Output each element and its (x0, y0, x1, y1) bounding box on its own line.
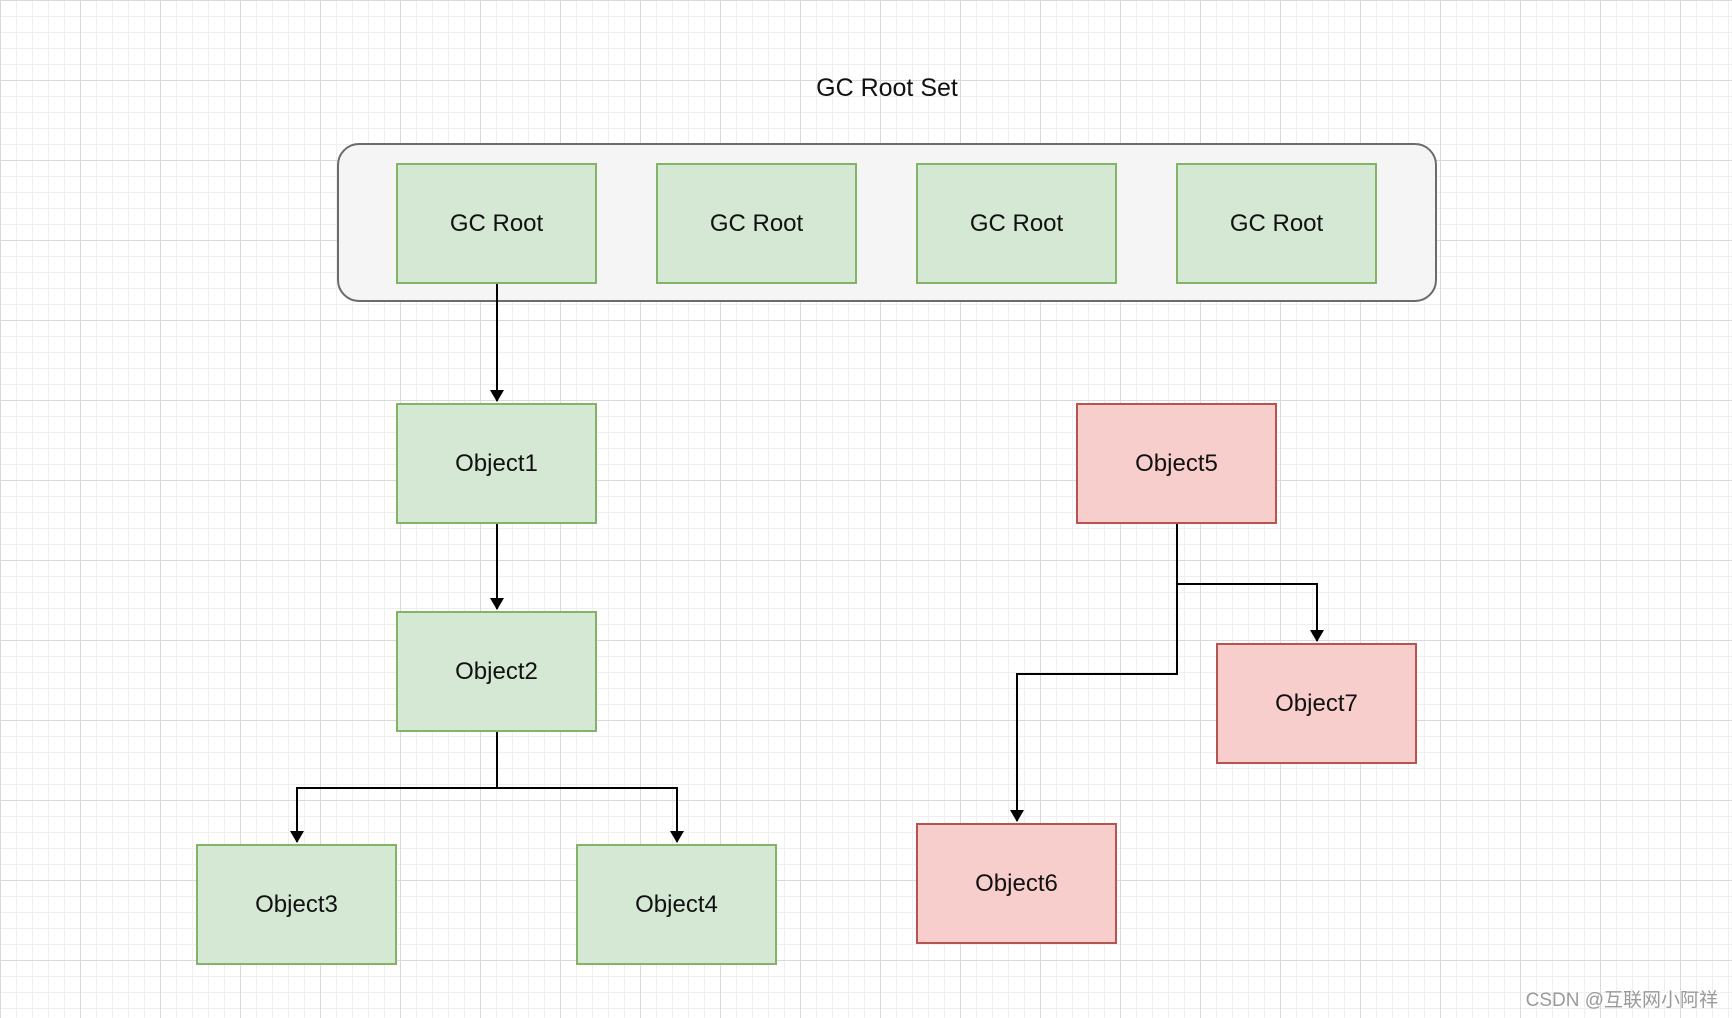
edge-object2-object4 (497, 787, 684, 843)
gc-root-4: GC Root (1176, 163, 1377, 284)
object4-node: Object4 (576, 844, 777, 965)
gc-root-2: GC Root (656, 163, 857, 284)
object3-node: Object3 (196, 844, 397, 965)
object2-node: Object2 (396, 611, 597, 732)
edge-object5-object6 (1010, 584, 1178, 822)
object5-node: Object5 (1076, 403, 1277, 524)
watermark: CSDN @互联网小阿祥 (1525, 990, 1718, 1011)
edge-object5-object7 (1176, 524, 1324, 642)
object1-node: Object1 (396, 403, 597, 524)
object7-node: Object7 (1216, 643, 1417, 764)
root-set-title: GC Root Set (816, 74, 958, 102)
edge-object2-object3 (290, 732, 498, 843)
gc-root-1: GC Root (396, 163, 597, 284)
gc-root-3: GC Root (916, 163, 1117, 284)
object6-node: Object6 (916, 823, 1117, 944)
